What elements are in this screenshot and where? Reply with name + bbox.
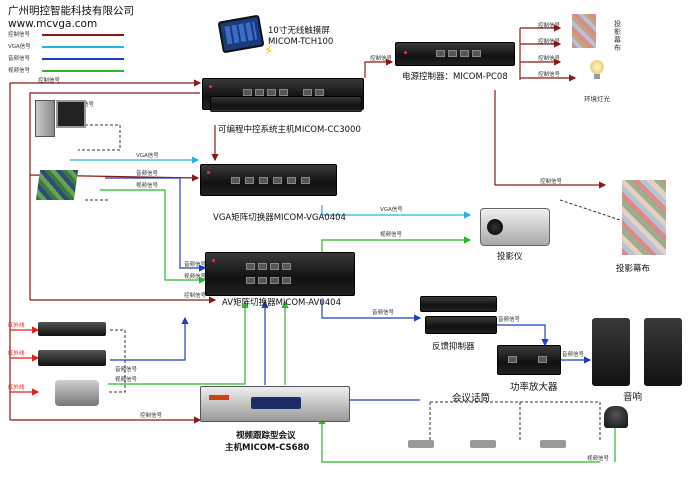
amplifier-device: [497, 345, 561, 375]
svg-text:视频信号: 视频信号: [587, 454, 610, 462]
host-label: 可编程中控系统主机MICOM-CC3000: [218, 125, 361, 135]
dvd-player-1-image: [38, 322, 106, 336]
mics-label: 会议话筒: [452, 393, 491, 404]
mic-dash: [429, 401, 601, 440]
projector-label: 投影仪: [497, 252, 523, 262]
legend-line-video: [42, 70, 124, 72]
projector-image: [480, 208, 550, 246]
lights-label: 环境灯光: [584, 95, 610, 103]
svg-text:控制信号: 控制信号: [370, 54, 393, 62]
svg-text:控制信号: 控制信号: [184, 291, 207, 299]
svg-text:控制信号: 控制信号: [38, 76, 61, 84]
svg-text:音频信号: 音频信号: [115, 365, 138, 373]
screen-top-label: 投影幕布: [614, 20, 621, 52]
laptop-image: [35, 170, 79, 200]
pc-monitor-image: [56, 100, 86, 128]
ctrl-line-left-trunk: [29, 92, 200, 300]
amplifier-label: 功率放大器: [510, 382, 558, 393]
conference-host-device: [200, 386, 350, 422]
speaker-right-image: [644, 318, 682, 386]
tracking-camera-image: [604, 406, 628, 428]
svg-text:红外线: 红外线: [8, 321, 25, 329]
screen-right-image: [622, 180, 666, 255]
audio-dvd-to-av: [110, 316, 189, 361]
video-cam-to-conf: [318, 416, 600, 463]
svg-text:红外线: 红外线: [8, 383, 25, 391]
svg-text:视频信号: 视频信号: [136, 181, 159, 189]
conference-host-label-2: 主机MICOM-CS680: [225, 443, 310, 453]
vga-matrix-label: VGA矩阵切换器MICOM-VGA0404: [213, 213, 346, 223]
light-bulb-icon: [590, 60, 604, 74]
video-pc-to-av: [100, 189, 207, 284]
screen-top-image: [572, 14, 596, 48]
feedback-label: 反馈抑制器: [432, 342, 475, 352]
feedback-suppressor-device: [420, 296, 497, 312]
touch-panel-label: 10寸无线触摸屏MICOM-TCH100: [268, 26, 334, 47]
ctrl-line-to-projector: [494, 90, 607, 189]
power-controller-label: 电源控制器：MICOM-PC08: [402, 72, 508, 82]
ctrl-line-to-power: [364, 58, 394, 78]
audio-feedback-to-amp: [490, 324, 549, 347]
pc-dash-1: [78, 124, 121, 151]
wireless-icon: ⚡: [264, 44, 274, 59]
svg-text:音频信号: 音频信号: [136, 169, 159, 177]
legend-line-audio: [42, 58, 124, 60]
video-camera-to-av: [108, 300, 249, 385]
vga-matrix-to-projector: [321, 205, 472, 219]
light-bulb-base: [594, 74, 600, 79]
legend-line-control: [42, 34, 124, 36]
svg-text:音频信号: 音频信号: [184, 260, 207, 268]
av-matrix-device: [205, 252, 355, 296]
screen-right-label: 投影幕布: [616, 264, 651, 274]
svg-text:音频信号: 音频信号: [498, 315, 521, 323]
svg-text:音频信号: 音频信号: [372, 308, 395, 316]
mic-2-icon: [470, 440, 496, 448]
audio-av-to-feedback: [321, 300, 422, 322]
svg-text:视频信号: 视频信号: [184, 272, 207, 280]
svg-text:控制信号: 控制信号: [538, 70, 561, 78]
legend-line-vga: [42, 46, 124, 48]
svg-text:红外线: 红外线: [8, 349, 25, 357]
mic-1-icon: [408, 440, 434, 448]
svg-text:视频信号: 视频信号: [115, 375, 138, 383]
legend-label-audio: 音频信号: [8, 56, 31, 62]
pc-tower-image: [35, 100, 55, 137]
svg-text:控制信号: 控制信号: [538, 37, 561, 45]
legend-label-vga: VGA信号: [8, 44, 31, 50]
vga-matrix-device: [200, 164, 337, 196]
svg-text:视频信号: 视频信号: [380, 230, 403, 238]
dvd-dash: [108, 329, 126, 393]
legend-label-control: 控制信号: [8, 32, 31, 38]
host-device-base: [210, 96, 362, 112]
av-matrix-label: AV矩阵切换器MICOM-AV0404: [222, 298, 341, 308]
svg-text:控制信号: 控制信号: [538, 21, 561, 29]
svg-text:VGA信号: VGA信号: [380, 205, 403, 213]
feedback-suppressor-device-2: [425, 316, 497, 334]
audio-pc-to-av: [105, 177, 207, 272]
mic-3-icon: [540, 440, 566, 448]
company-name: 广州明控智能科技有限公司: [8, 5, 134, 17]
speakers-label: 音响: [623, 392, 643, 403]
power-controller-device: [395, 42, 515, 66]
dvd-player-2-image: [38, 350, 106, 366]
conference-host-label-1: 视频跟踪型会议: [236, 431, 296, 441]
svg-text:控制信号: 控制信号: [538, 54, 561, 62]
svg-text:控制信号: 控制信号: [540, 177, 563, 185]
svg-text:控制信号: 控制信号: [140, 411, 163, 419]
svg-text:音频信号: 音频信号: [562, 350, 585, 358]
svg-text:VGA信号: VGA信号: [136, 151, 159, 159]
website-url: www.mcvga.com: [8, 18, 98, 30]
camcorder-image: [55, 380, 99, 406]
legend: 控制信号 VGA信号 音频信号 视频信号: [8, 30, 128, 80]
speaker-left-image: [592, 318, 630, 386]
legend-label-video: 视频信号: [8, 68, 31, 74]
lights-dash: [559, 199, 621, 221]
